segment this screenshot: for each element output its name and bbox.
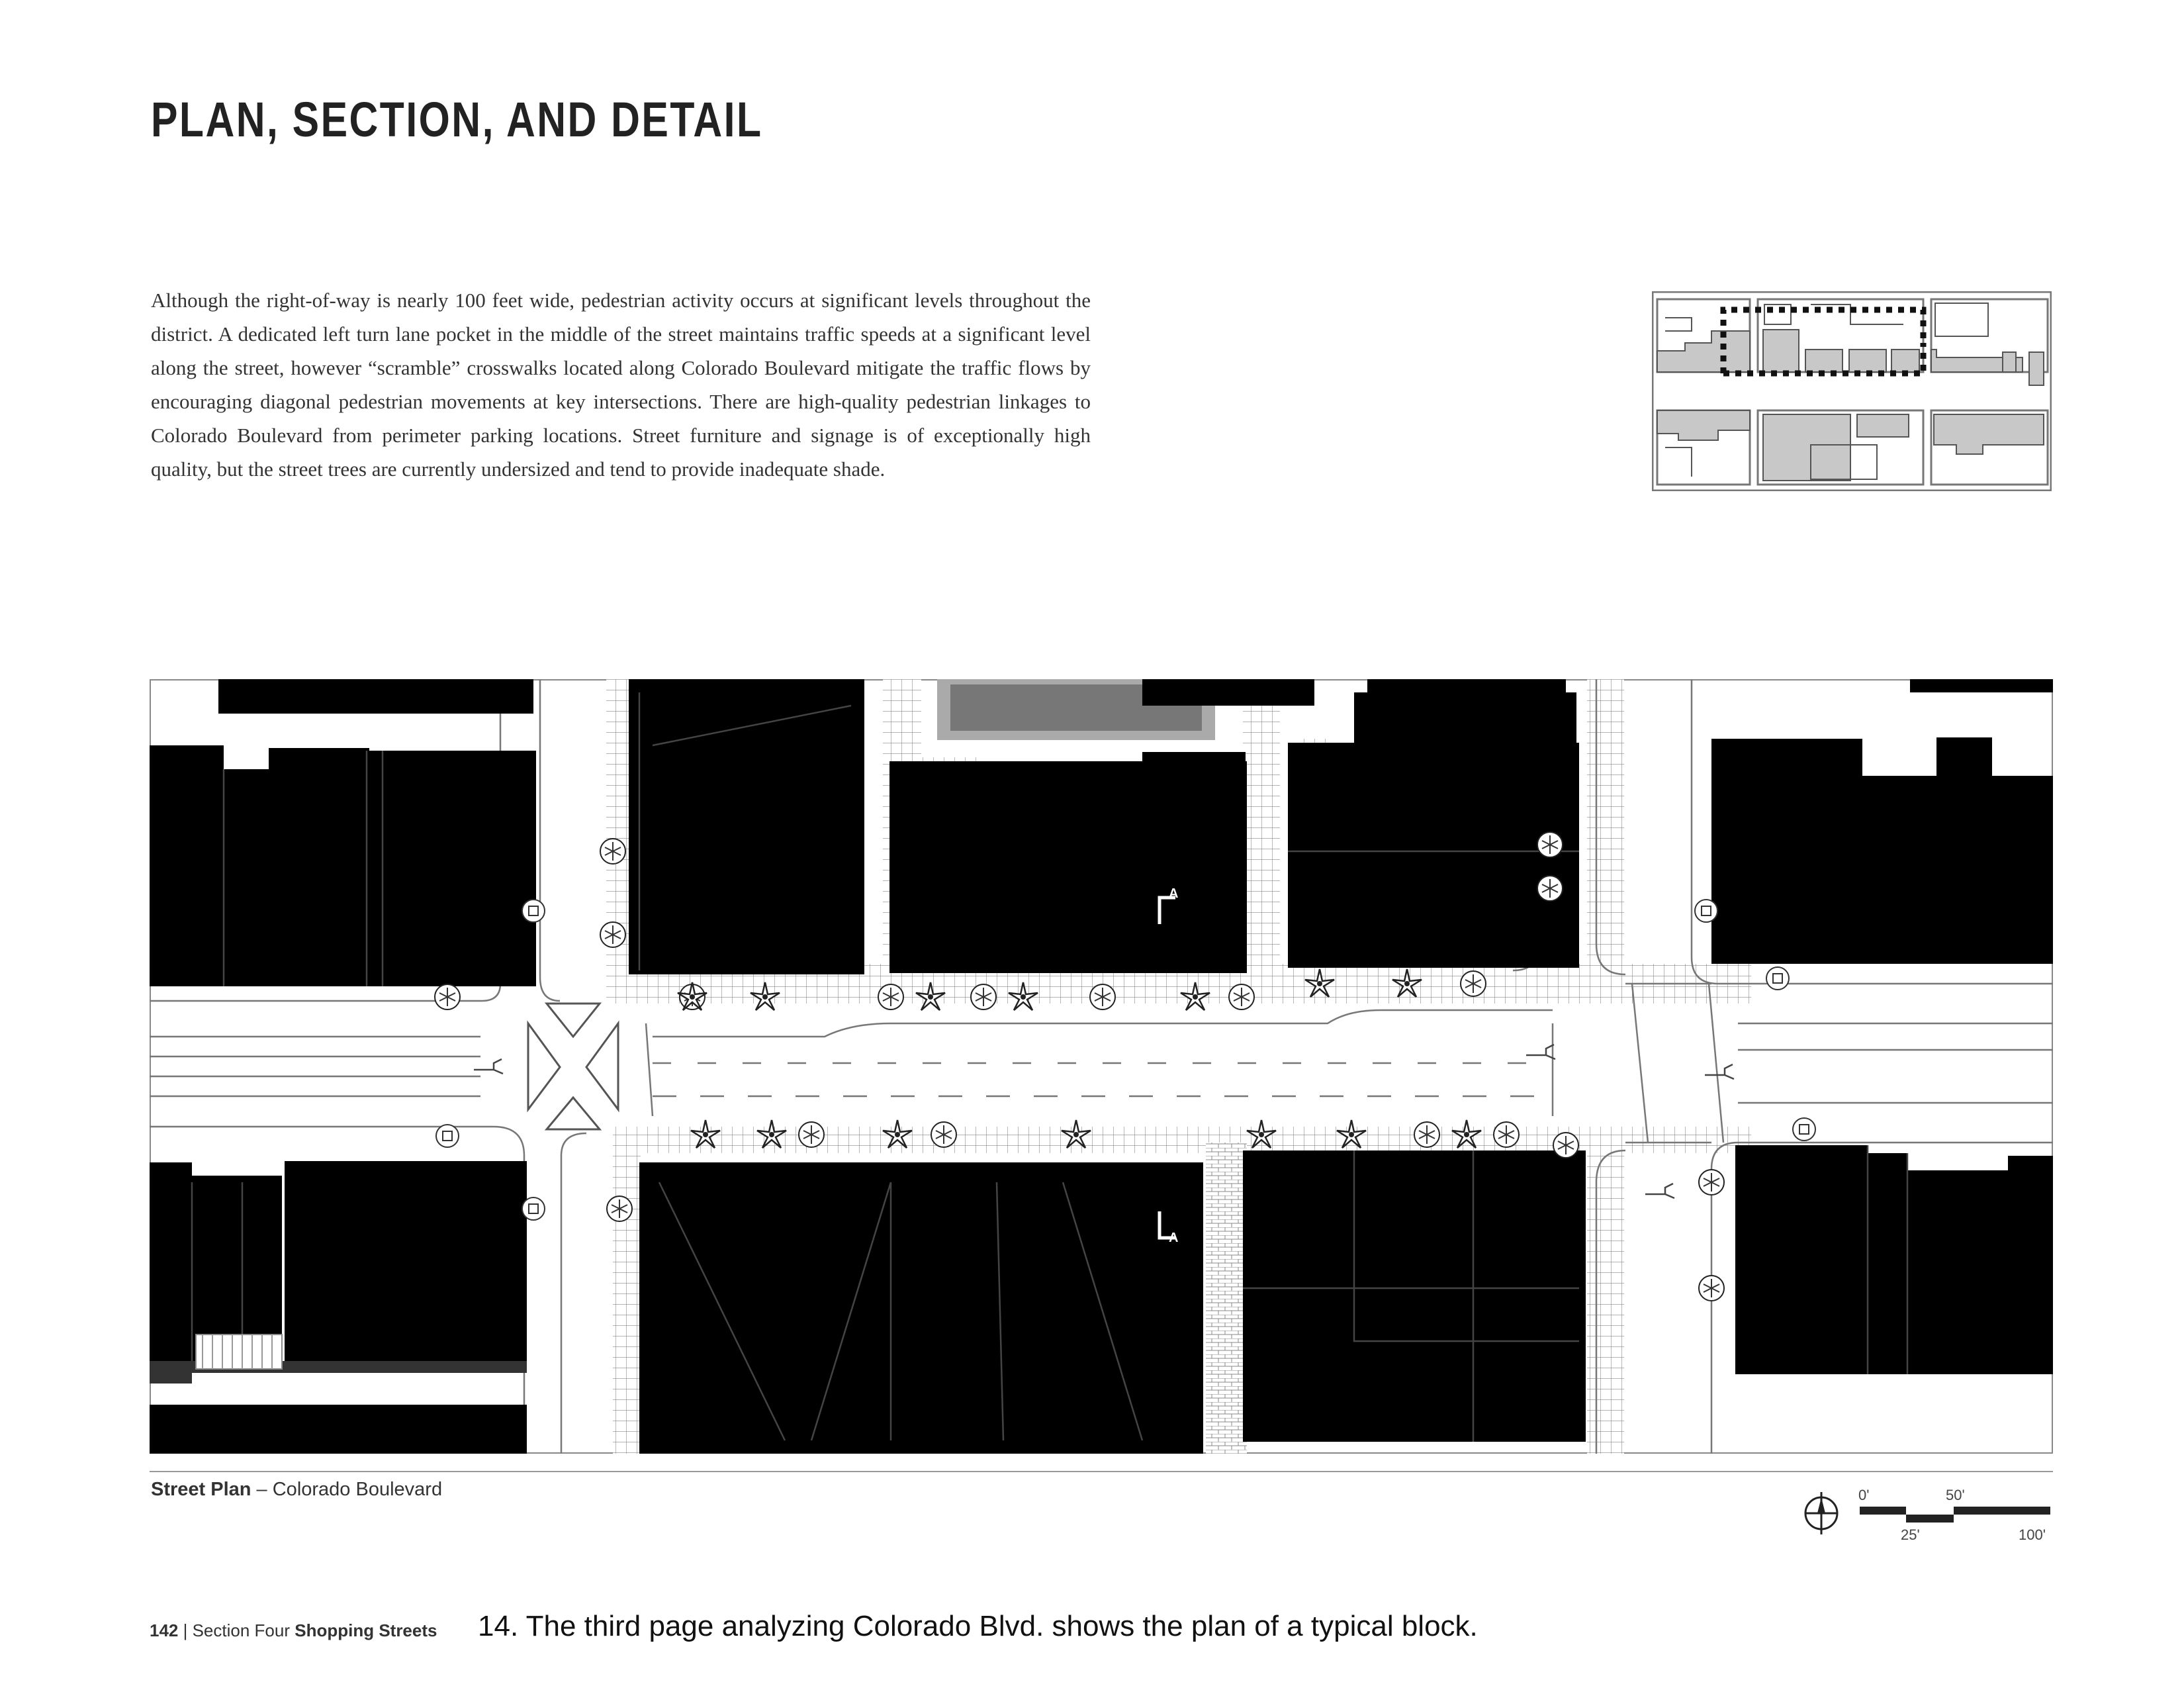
section-marker-bottom: A bbox=[1169, 1231, 1178, 1245]
plan-caption: Street Plan – Colorado Boulevard bbox=[151, 1479, 442, 1501]
page-footer: 142 | Section Four Shopping Streets bbox=[150, 1620, 437, 1641]
figure-note: 14. The third page analyzing Colorado Bl… bbox=[478, 1610, 1478, 1642]
plan-caption-bold: Street Plan bbox=[151, 1479, 251, 1500]
section-marker-top: A bbox=[1169, 886, 1178, 901]
scale-label-50: 50' bbox=[1946, 1487, 1965, 1503]
footer-section-title: Shopping Streets bbox=[295, 1620, 437, 1640]
street-plan-drawing: A A bbox=[150, 679, 2053, 1454]
intro-paragraph: Although the right-of-way is nearly 100 … bbox=[151, 289, 1091, 481]
scale-bar: 0' 50' 25' 100' bbox=[1804, 1487, 2050, 1543]
scale-label-25: 25' bbox=[1901, 1526, 1920, 1543]
page-title: PLAN, SECTION, AND DETAIL bbox=[151, 92, 763, 147]
caption-rule bbox=[150, 1471, 2053, 1472]
footer-section: Section Four bbox=[192, 1620, 295, 1640]
plan-caption-rest: – Colorado Boulevard bbox=[251, 1479, 443, 1500]
scale-label-0: 0' bbox=[1858, 1487, 1869, 1503]
scale-label-100: 100' bbox=[2019, 1526, 2046, 1543]
key-map bbox=[1652, 291, 2052, 491]
page-number: 142 bbox=[150, 1620, 179, 1640]
footer-separator: | bbox=[178, 1620, 193, 1640]
